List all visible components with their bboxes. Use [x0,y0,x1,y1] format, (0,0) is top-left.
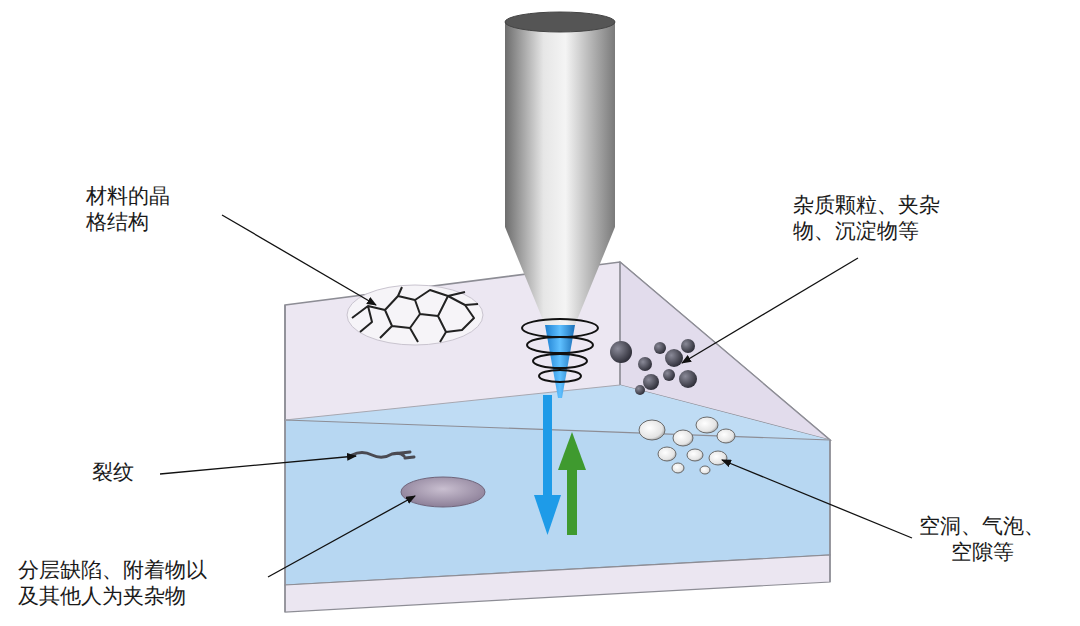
grain-structure [347,285,483,345]
inclusions [610,339,697,395]
callout-label: 裂纹 [92,459,134,485]
callout-label: 分层缺陷、附着物以及其他人为夹杂物 [18,557,213,610]
ultrasonic-probe [505,12,615,398]
delamination-disk [401,477,485,507]
callout-label: 空洞、气泡、空隙等 [916,513,1048,566]
crack [352,452,414,458]
callout-label: 材料的晶格结构 [86,183,176,236]
callout-label: 杂质颗粒、夹杂物、沉淀物等 [793,192,946,245]
leader-lines [160,215,912,577]
voids [639,417,735,474]
wave-arrows [534,395,586,535]
